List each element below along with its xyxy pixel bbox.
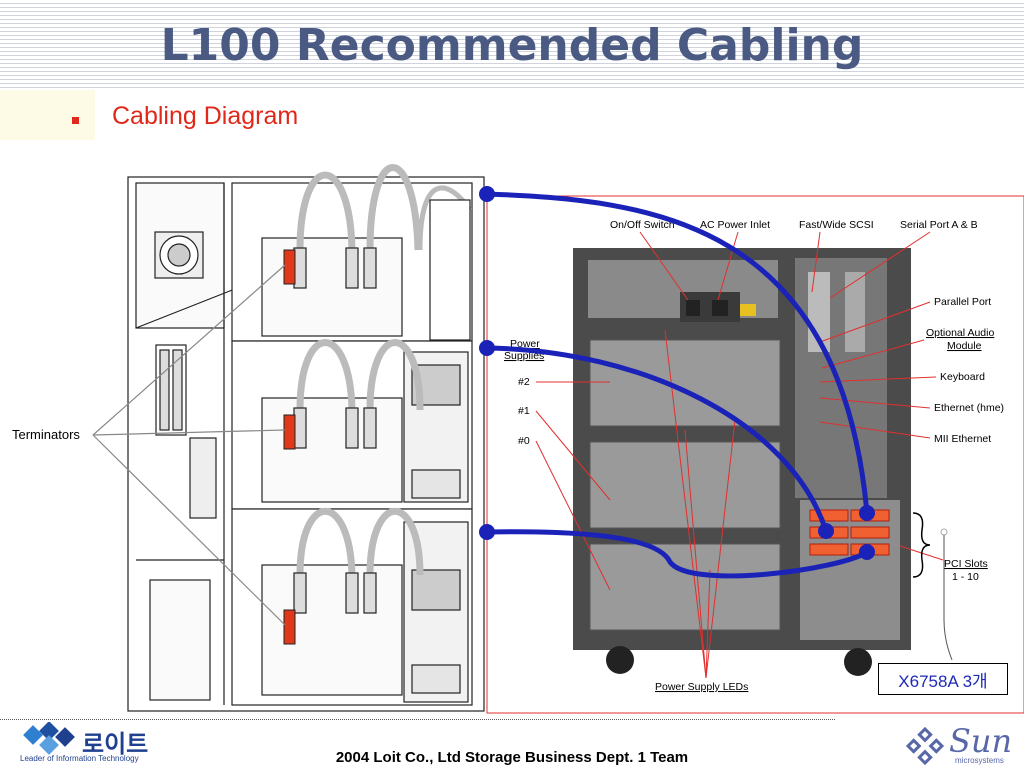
- company-logo-icon: [23, 722, 75, 755]
- company-tagline: Leader of Information Technology: [20, 754, 139, 763]
- ethernet-label: Ethernet (hme): [934, 402, 1004, 414]
- ps0-label: #0: [518, 435, 530, 447]
- cable-endpoints: [479, 186, 875, 560]
- optional-audio-module-label: Module: [947, 340, 982, 352]
- bullet-icon: [72, 117, 79, 124]
- card-callout-line: [943, 535, 953, 661]
- ac-power-inlet-label: AC Power Inlet: [700, 219, 770, 231]
- power-supply-leds-label: Power Supply LEDs: [655, 681, 748, 693]
- title-background: [0, 0, 1024, 90]
- terminators-label: Terminators: [12, 427, 80, 442]
- keyboard-label: Keyboard: [940, 371, 985, 383]
- side-band: [0, 90, 95, 140]
- company-logo: 로이트 Leader of Information Technology: [20, 720, 150, 766]
- storage-array: [127, 164, 485, 712]
- mii-ethernet-label: MII Ethernet: [934, 433, 991, 445]
- subtitle: Cabling Diagram: [112, 102, 299, 130]
- label-pointers: [535, 231, 944, 679]
- page-title: L100 Recommended Cabling: [160, 20, 864, 71]
- sun-logo-text: Sun: [949, 722, 1013, 760]
- pci-slots-label: PCI Slots: [944, 558, 988, 570]
- terminator-marks: [283, 249, 296, 645]
- footer-divider: [0, 719, 835, 720]
- serial-port-label: Serial Port A & B: [900, 219, 978, 231]
- company-logo-text: 로이트: [82, 730, 149, 758]
- parallel-port-label: Parallel Port: [934, 296, 991, 308]
- ps2-label: #2: [518, 376, 530, 388]
- scsi-cables: [484, 191, 870, 579]
- pci-range-label: 1 - 10: [952, 571, 979, 583]
- x6758a-callout: X6758A 3개: [878, 663, 1008, 695]
- sun-diamond-icon: [905, 726, 945, 766]
- sun-logo: Sun microsystems: [905, 722, 1015, 766]
- on-off-switch-label: On/Off Switch: [610, 219, 675, 231]
- footer-text: 2004 Loit Co., Ltd Storage Business Dept…: [335, 749, 689, 766]
- terminator-pointers: [92, 264, 286, 626]
- fast-wide-scsi-label: Fast/Wide SCSI: [799, 219, 874, 231]
- pci-brace: [912, 512, 931, 578]
- optional-audio-label: Optional Audio: [926, 327, 994, 339]
- server-rear-panel: [573, 248, 911, 676]
- ps1-label: #1: [518, 405, 530, 417]
- sun-logo-sub: microsystems: [955, 756, 1004, 765]
